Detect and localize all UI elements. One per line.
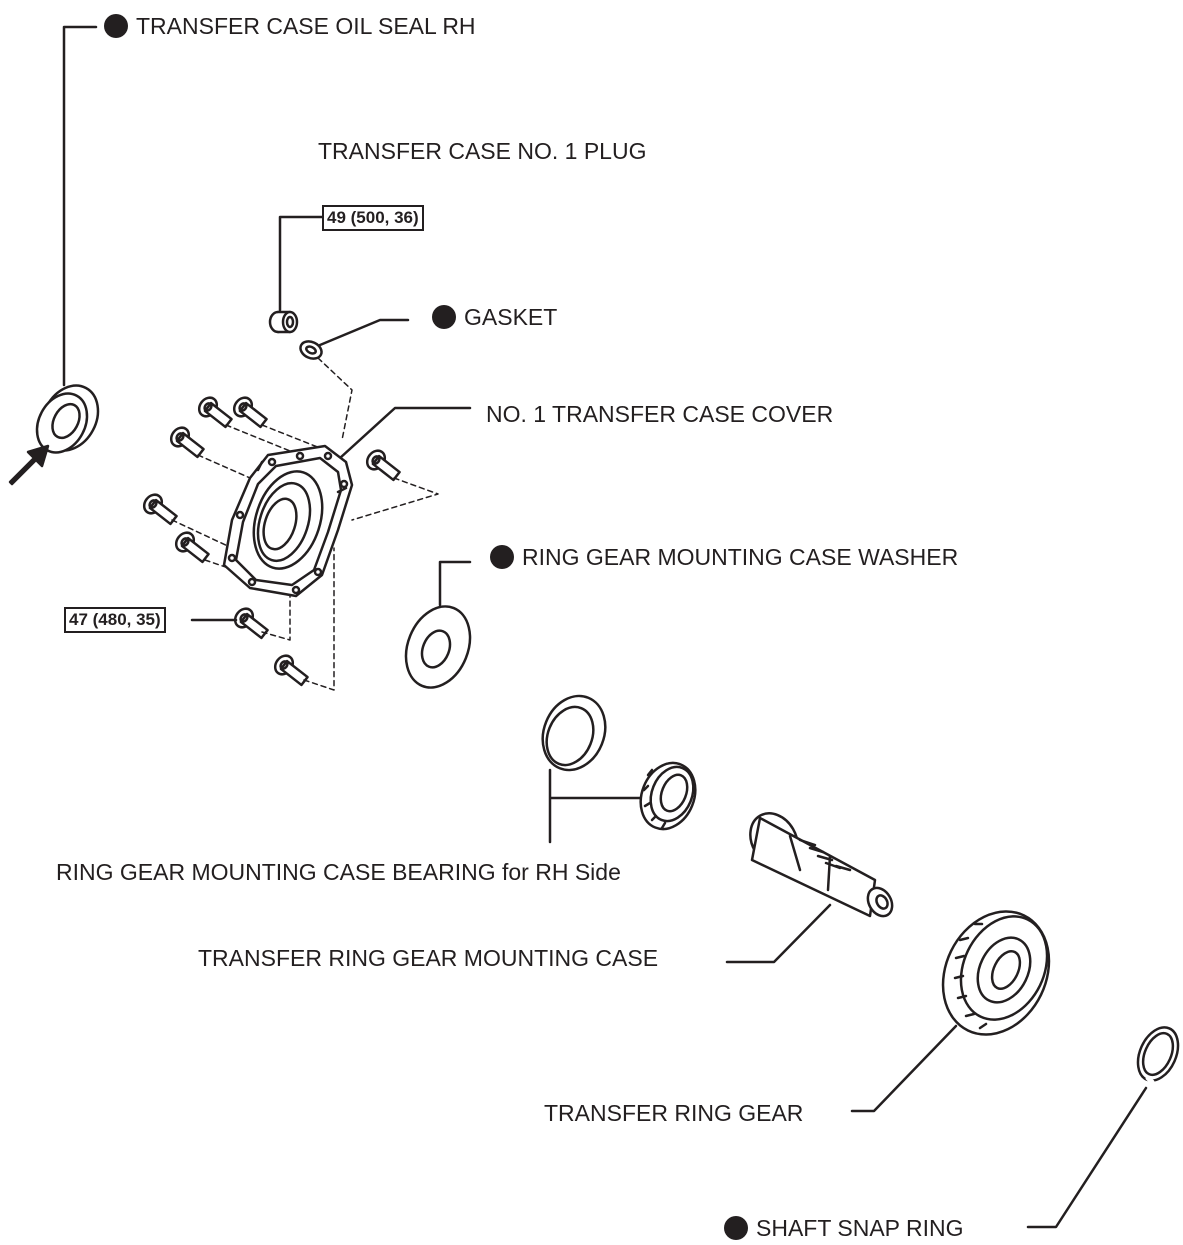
non-reusable-part-icon (432, 305, 456, 329)
bearing-leader (548, 768, 642, 844)
cover-bolts (142, 396, 401, 687)
bearing-label: RING GEAR MOUNTING CASE BEARING for RH S… (56, 859, 621, 885)
gasket-label: GASKET (432, 304, 557, 330)
non-reusable-part-icon (104, 14, 128, 38)
washer-label: RING GEAR MOUNTING CASE WASHER (490, 544, 958, 570)
direction-arrow-icon (8, 444, 50, 486)
snap-ring-part (1136, 1026, 1180, 1085)
mounting-case-part (749, 812, 894, 918)
transfer-case-cover-part (222, 444, 354, 598)
ring-gear-label: TRANSFER RING GEAR (544, 1100, 804, 1126)
bolt-torque-spec: 47 (480, 35) (64, 607, 166, 633)
gasket-leader (318, 318, 410, 347)
mounting-case-label: TRANSFER RING GEAR MOUNTING CASE (198, 945, 659, 971)
bearing-cone-part (639, 761, 697, 831)
plug-torque-spec: 49 (500, 36) (322, 205, 424, 231)
gasket-dashed-leader (317, 357, 353, 441)
bearing-note: for RH Side (502, 859, 621, 885)
plug-torque-leader (278, 215, 324, 312)
gasket-part (299, 340, 323, 360)
oil-seal-leader (62, 25, 98, 387)
mounting-case-leader (725, 903, 832, 964)
non-reusable-part-icon (490, 545, 514, 569)
washer-leader (438, 560, 472, 607)
snap-ring-leader (1026, 1086, 1148, 1229)
cover-leader (338, 406, 472, 460)
plug-label: TRANSFER CASE NO. 1 PLUG (318, 138, 647, 164)
washer-part (404, 605, 472, 689)
cover-label: NO. 1 TRANSFER CASE COVER (486, 401, 834, 427)
bearing-cup-part (541, 694, 607, 772)
plug-part (268, 310, 299, 334)
non-reusable-part-icon (724, 1216, 748, 1240)
ring-gear-part (941, 910, 1051, 1036)
ring-gear-leader (850, 1024, 958, 1113)
oil-seal-part (35, 384, 100, 454)
oil-seal-label: TRANSFER CASE OIL SEAL RH (104, 13, 476, 39)
snap-ring-label: SHAFT SNAP RING (724, 1215, 963, 1241)
